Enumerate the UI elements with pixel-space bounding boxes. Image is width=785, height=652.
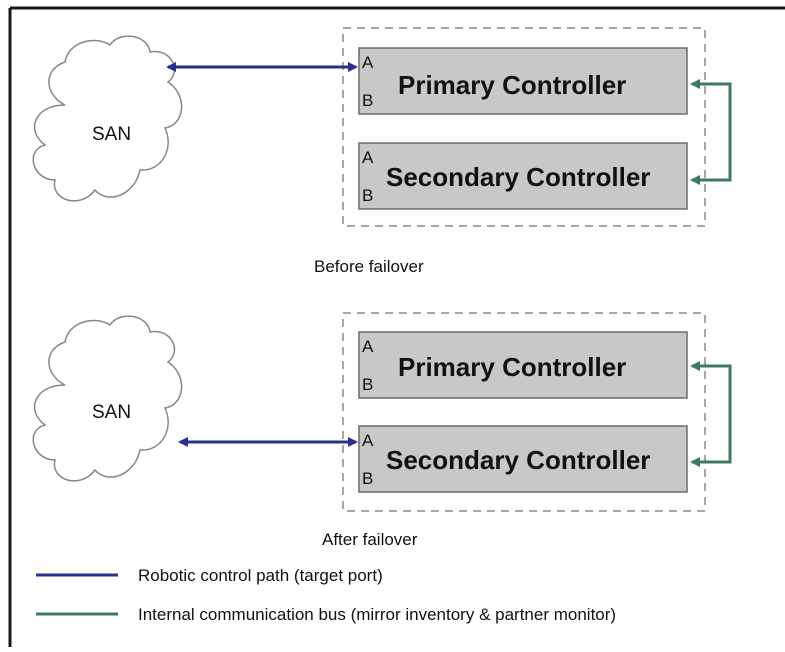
- before-failover-section: SAN A B Primary Controller A B Secondary…: [32, 27, 732, 276]
- secondary-controller-before: A B Secondary Controller: [358, 142, 688, 210]
- port-b-secondary-after: B: [362, 469, 373, 488]
- internal-bus-arrow-after: [690, 361, 732, 467]
- caption-before-failover: Before failover: [314, 257, 424, 276]
- san-cloud-before: [32, 35, 183, 202]
- secondary-controller-box-after: [358, 425, 688, 493]
- legend-label-robotic-path: Robotic control path (target port): [138, 566, 383, 585]
- port-a-secondary-after: A: [362, 431, 374, 450]
- primary-controller-label-before: Primary Controller: [398, 70, 626, 100]
- caption-after-failover: After failover: [322, 530, 418, 549]
- internal-bus-arrow-before: [690, 79, 732, 185]
- after-failover-section: SAN A B Primary Controller A B Secondary…: [32, 312, 732, 549]
- secondary-controller-box-before: [358, 142, 688, 210]
- san-cloud-after: [32, 315, 183, 482]
- san-label-before: SAN: [92, 124, 131, 145]
- primary-controller-label-after: Primary Controller: [398, 352, 626, 382]
- secondary-controller-label-before: Secondary Controller: [386, 162, 650, 192]
- primary-controller-after: A B Primary Controller: [358, 331, 688, 399]
- primary-controller-box-after: [358, 331, 688, 399]
- legend: Robotic control path (target port) Inter…: [36, 566, 616, 624]
- secondary-controller-after: A B Secondary Controller: [358, 425, 688, 493]
- port-a-primary-before: A: [362, 53, 374, 72]
- port-a-primary-after: A: [362, 337, 374, 356]
- port-a-secondary-before: A: [362, 148, 374, 167]
- primary-controller-box-before: [358, 47, 688, 115]
- port-b-primary-before: B: [362, 91, 373, 110]
- port-b-secondary-before: B: [362, 186, 373, 205]
- secondary-controller-label-after: Secondary Controller: [386, 445, 650, 475]
- legend-label-internal-bus: Internal communication bus (mirror inven…: [138, 605, 616, 624]
- port-b-primary-after: B: [362, 375, 373, 394]
- san-label-after: SAN: [92, 402, 131, 423]
- primary-controller-before: A B Primary Controller: [358, 47, 688, 115]
